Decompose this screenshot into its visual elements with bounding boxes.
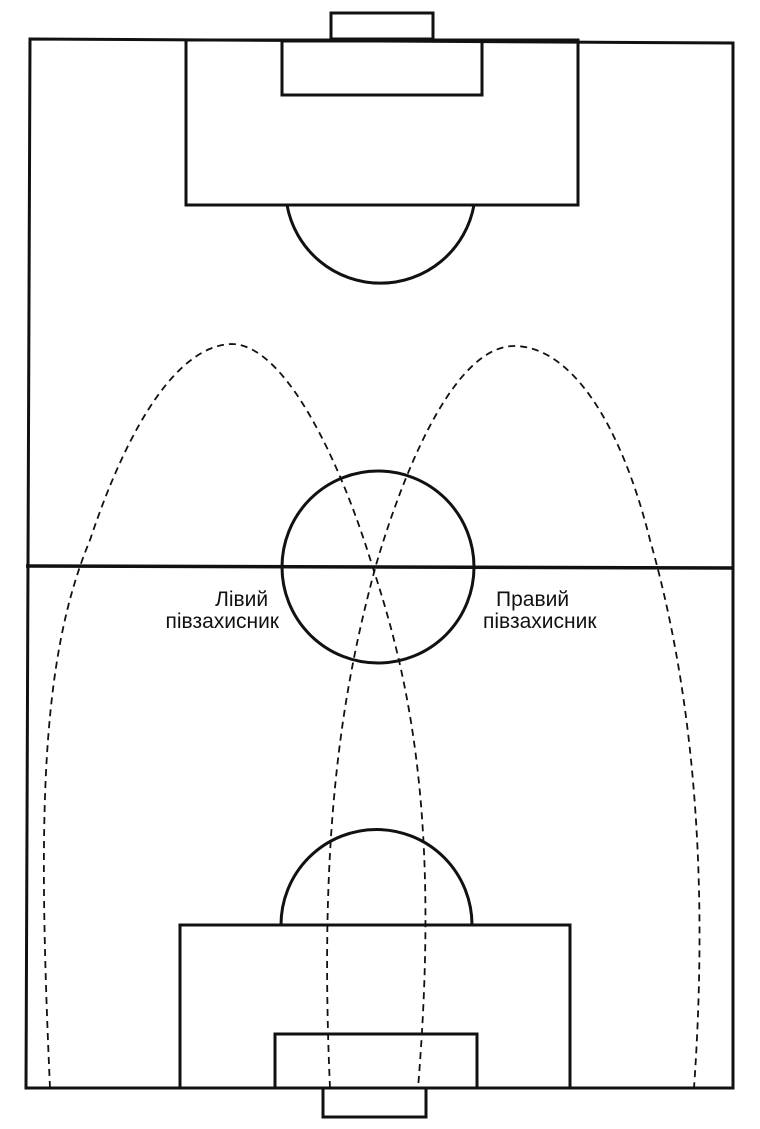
right-midfielder-label: Правий півзахисник bbox=[483, 588, 597, 633]
left-midfielder-label: Лівий півзахисник bbox=[165, 588, 279, 633]
right-midfielder-label-line1: Правий bbox=[496, 588, 569, 611]
bottom-penalty-arc bbox=[279, 828, 474, 926]
bottom-penalty-area bbox=[178, 923, 572, 1090]
left-midfielder-label-line2: півзахисник bbox=[165, 610, 279, 633]
centre-circle bbox=[280, 469, 476, 665]
right-midfielder-label-line2: півзахисник bbox=[483, 610, 597, 633]
left-midfielder-label-line1: Лівий bbox=[215, 588, 268, 611]
bottom-goal-area bbox=[273, 1032, 479, 1090]
top-goal bbox=[329, 11, 435, 41]
left-midfielder-zone bbox=[43, 343, 427, 1089]
top-penalty-area bbox=[184, 38, 580, 207]
right-midfielder-zone bbox=[326, 345, 701, 1089]
halfway-line bbox=[25, 564, 734, 570]
bottom-goal bbox=[321, 1086, 428, 1119]
top-goal-area bbox=[280, 39, 484, 97]
top-penalty-arc bbox=[285, 204, 476, 285]
pitch-boundary bbox=[24, 37, 735, 1090]
